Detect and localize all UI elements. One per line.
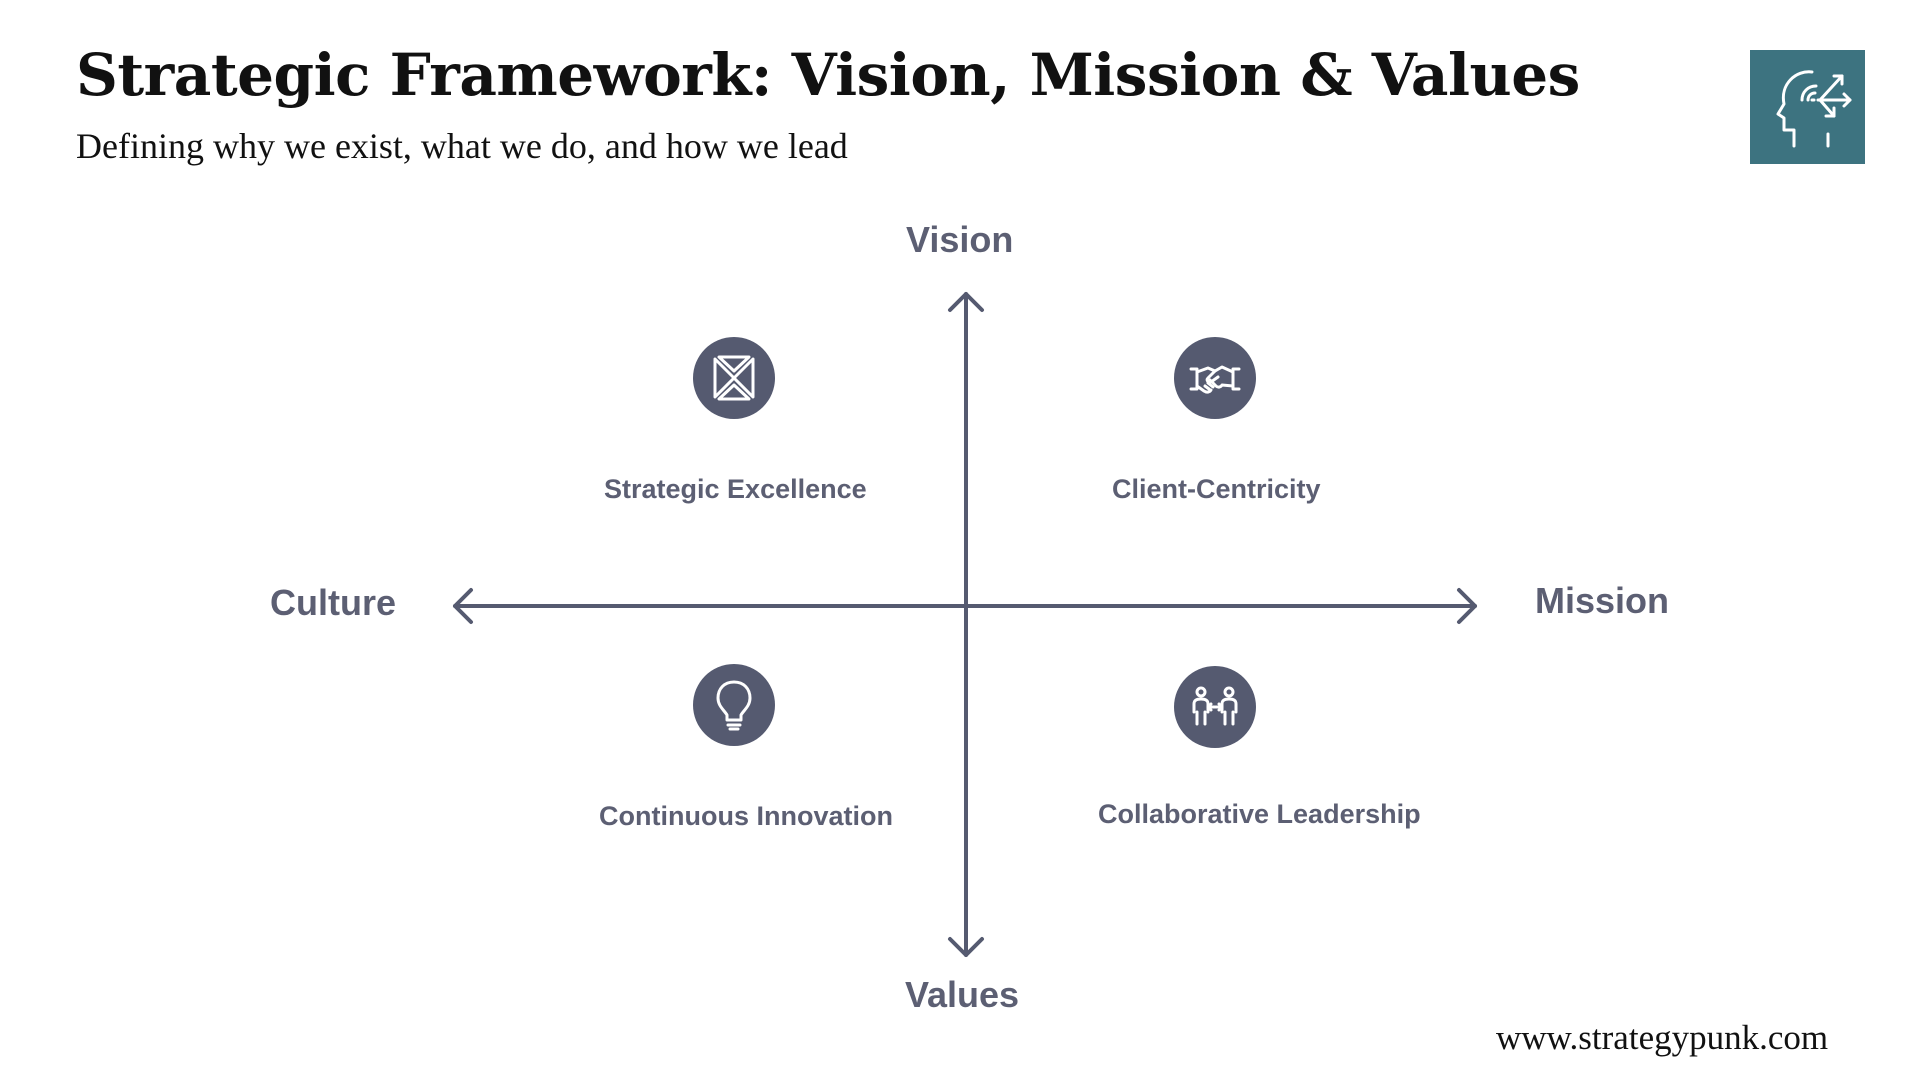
arrows-converge-icon (693, 337, 775, 419)
head-strategy-arrows-icon (1750, 50, 1865, 164)
axis-label-vision: Vision (906, 219, 1014, 260)
axis-label-mission: Mission (1535, 580, 1670, 621)
arrowhead-left (453, 588, 473, 624)
arrowhead-right (1457, 588, 1477, 624)
arrowhead-down (948, 937, 984, 957)
people-exchange-icon (1174, 666, 1256, 748)
page-title: Strategic Framework: Vision, Mission & V… (76, 41, 1580, 109)
lightbulb-icon (693, 664, 775, 746)
quadrant-label-collaborative-leadership: Collaborative Leadership (1098, 799, 1421, 829)
arrowhead-up (948, 292, 984, 312)
footer-url[interactable]: www.strategypunk.com (1496, 1018, 1829, 1057)
quadrant-label-continuous-innovation: Continuous Innovation (599, 801, 893, 831)
page-subtitle: Defining why we exist, what we do, and h… (76, 126, 848, 166)
axis-label-culture: Culture (270, 582, 396, 623)
handshake-icon (1174, 337, 1256, 419)
quadrant-label-strategic-excellence: Strategic Excellence (604, 474, 867, 504)
quadrant-label-client-centricity: Client-Centricity (1112, 474, 1321, 504)
axis-label-values: Values (905, 974, 1020, 1015)
